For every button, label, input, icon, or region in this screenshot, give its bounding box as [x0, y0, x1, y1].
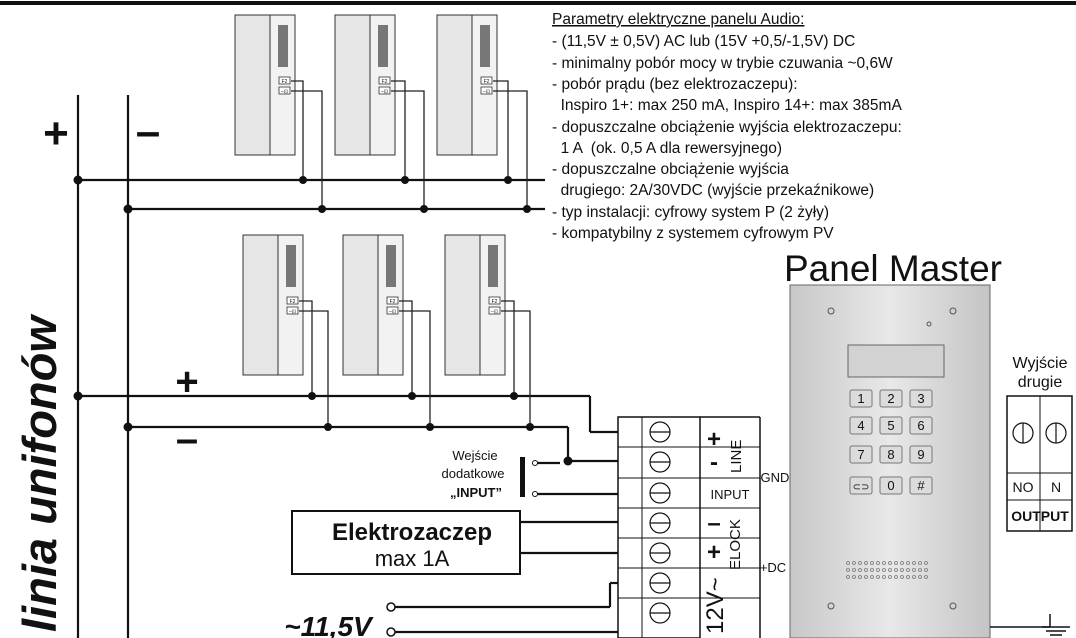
line-label: LINE	[728, 440, 745, 473]
parameter-line: - (11,5V ± 0,5V) AC lub (15V +0,5/-1,5V)…	[552, 33, 855, 50]
bus-junctions	[73, 175, 573, 466]
dc-label: +DC	[760, 560, 786, 575]
key-1: 1	[857, 391, 864, 406]
parameter-line: 1 A (ok. 0,5 A dla rewersyjnego)	[552, 140, 782, 157]
parameters-block: Parametry elektryczne panelu Audio: - (1…	[552, 11, 902, 242]
key-4: 4	[857, 418, 864, 433]
handset-button-top: F2	[282, 79, 288, 85]
bus-minus-sign-bottom: –	[176, 417, 198, 461]
door-lock-box	[291, 510, 521, 575]
parameters-title: Parametry elektryczne panelu Audio:	[552, 11, 804, 28]
door-lock-title: Elektrozaczep	[332, 519, 492, 546]
key-2: 2	[887, 391, 894, 406]
terminal-block: + - LINE INPUT – + ELOCK 12V~	[617, 416, 761, 638]
gnd-label: GND	[761, 470, 790, 485]
ac-voltage-label: ~11,5V	[284, 611, 374, 638]
handset-button-top: F2	[484, 79, 490, 85]
output-title-line2: drugie	[1018, 374, 1063, 391]
key-3: 3	[917, 391, 924, 406]
handset-button-top: F2	[290, 299, 296, 305]
bus-wires	[76, 95, 618, 638]
key-0: 0	[887, 478, 894, 493]
power-label: 12V~	[702, 577, 729, 634]
handset-button-top: F2	[390, 299, 396, 305]
elock-label: ELOCK	[727, 519, 744, 570]
intercom-handset: F2 –⊡	[436, 14, 498, 156]
elock-plus: +	[707, 539, 721, 566]
key-9: 9	[917, 447, 924, 462]
output-n-label: N	[1051, 479, 1061, 495]
line-minus: -	[710, 449, 718, 476]
parameter-line: - pobór prądu (bez elektrozaczepu):	[552, 76, 798, 93]
terminal-screw-icon	[1012, 422, 1067, 444]
ground-icon	[990, 614, 1070, 636]
parameter-line: - dopuszczalne obciążenie wyjścia	[552, 161, 789, 178]
master-panel: 1 2 3 4 5 6 7 8 9 ⊂⊃ 0 #	[789, 284, 991, 638]
output-terminal	[1006, 395, 1073, 532]
parameter-line: - kompatybilny z systemem cyfrowym PV	[552, 225, 834, 242]
terminal-screw-icon	[649, 421, 671, 624]
intercom-handset: F2 –⊡	[342, 234, 404, 376]
handset-button-bottom: –⊡	[483, 89, 490, 95]
panel-display	[847, 344, 945, 378]
key-6: 6	[917, 418, 924, 433]
door-lock-subtitle: max 1A	[375, 546, 450, 571]
output-no-label: NO	[1013, 479, 1034, 495]
line-plus: +	[707, 426, 721, 453]
handset-button-bottom: –⊡	[381, 89, 388, 95]
intercom-handset: F2 –⊡	[234, 14, 296, 156]
handset-row-bottom: F2 –⊡ F2 –⊡ F2 –⊡	[242, 234, 534, 431]
key-7: 7	[857, 447, 864, 462]
intercom-handset: F2 –⊡	[444, 234, 506, 376]
speaker-grille-icon	[846, 561, 928, 579]
parameter-line: drugiego: 2A/30VDC (wyjście przekaźnikow…	[552, 182, 874, 199]
key-8: 8	[887, 447, 894, 462]
handset-button-top: F2	[382, 79, 388, 85]
handset-button-bottom: –⊡	[491, 309, 498, 315]
input-label-line1: Wejście	[452, 448, 497, 463]
key-hash: #	[917, 478, 925, 493]
parameter-line: - typ instalacji: cyfrowy system P (2 ży…	[552, 204, 829, 221]
input-label: INPUT	[711, 487, 750, 502]
key-key-icon: ⊂⊃	[853, 482, 870, 493]
intercom-handset: F2 –⊡	[334, 14, 396, 156]
bus-minus-sign-top: –	[136, 107, 160, 156]
handset-button-bottom: –⊡	[281, 89, 288, 95]
parameter-line: - minimalny pobór mocy w trybie czuwania…	[552, 55, 893, 72]
input-switch	[520, 457, 538, 497]
bus-plus-sign-top: +	[43, 109, 69, 158]
elock-minus: –	[707, 510, 720, 537]
handset-button-bottom: –⊡	[289, 309, 296, 315]
handset-row-top: F2 –⊡ F2 –⊡ F2 –⊡	[234, 14, 531, 213]
input-label-line2: dodatkowe	[442, 466, 505, 481]
line-label-vertical: linia unifonów	[13, 313, 66, 632]
bus-plus-sign-bottom: +	[175, 360, 198, 404]
output-label: OUTPUT	[1011, 508, 1069, 524]
input-label-line3: „INPUT”	[450, 485, 502, 500]
handset-button-top: F2	[492, 299, 498, 305]
intercom-handset: F2 –⊡	[242, 234, 304, 376]
key-5: 5	[887, 418, 894, 433]
handset-button-bottom: –⊡	[389, 309, 396, 315]
panel-title: Panel Master	[784, 248, 1002, 289]
parameter-line: - dopuszczalne obciążenie wyjścia elektr…	[552, 119, 902, 136]
parameter-line: Inspiro 1+: max 250 mA, Inspiro 14+: max…	[552, 97, 902, 114]
output-title-line1: Wyjście	[1013, 355, 1068, 372]
